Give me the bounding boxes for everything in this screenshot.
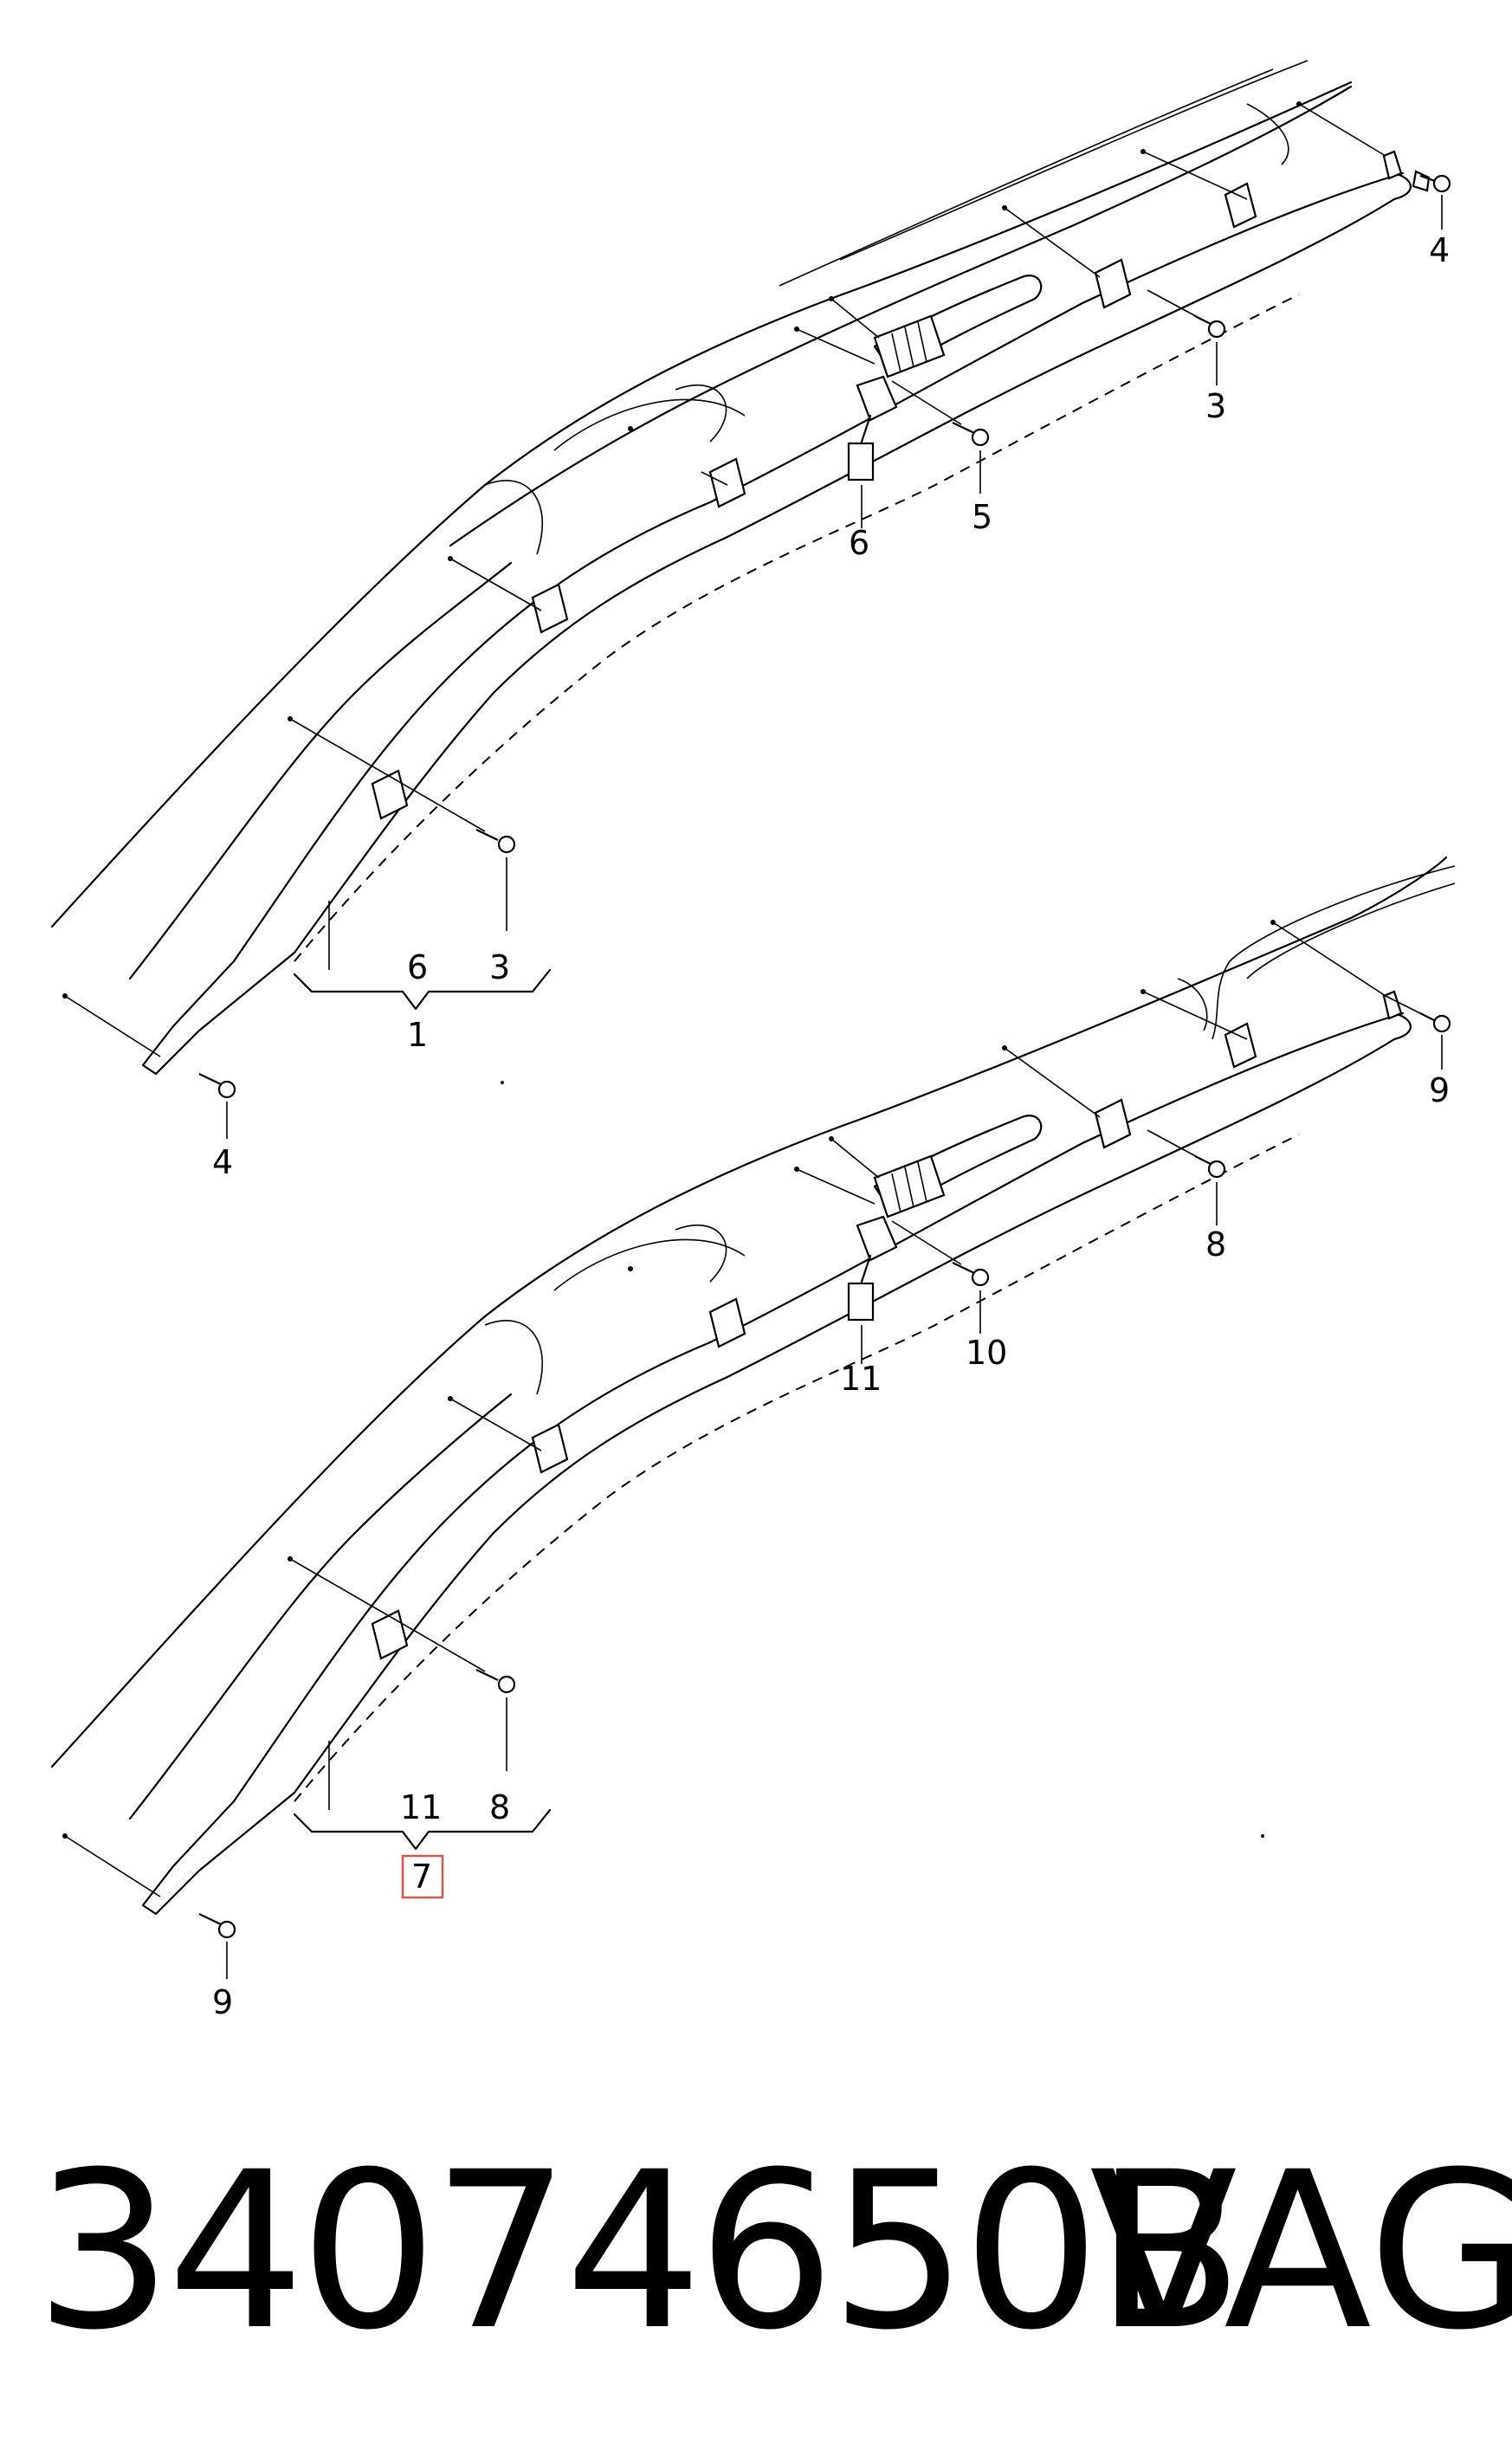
callout-8-right: 8 [1205, 1225, 1226, 1264]
callout-3-bracket: 3 [489, 948, 510, 986]
screw-icon [475, 829, 516, 854]
callout-3-right: 3 [1205, 387, 1226, 425]
screw-icon [952, 1262, 990, 1287]
screw-icon [952, 422, 990, 447]
screw-icon [1194, 1155, 1226, 1179]
callout-9-left: 9 [212, 1983, 233, 2021]
screw-icon [1412, 170, 1451, 193]
part-number: 34074650B [35, 2125, 1244, 2377]
airbag-assembly-view-top: 4 3 5 6 6 3 1 4 [50, 60, 1451, 1181]
callout-10: 10 [966, 1334, 1007, 1372]
callout-7: 7 [411, 1858, 432, 1896]
brand-label: VAG [1089, 2125, 1512, 2377]
screw-icon [1194, 315, 1226, 339]
callout-4-left: 4 [212, 1143, 233, 1181]
callout-8-bracket: 8 [489, 1788, 510, 1826]
exploded-parts-diagram: 4 3 5 6 6 3 1 4 [50, 60, 1456, 2021]
callout-9-right: 9 [1429, 1071, 1450, 1109]
screw-icon [475, 1669, 516, 1694]
airbag-assembly-view-bottom: 9 8 10 11 11 8 7 9 [50, 856, 1456, 2021]
screw-icon [198, 1913, 236, 1939]
highlight-box [401, 1854, 444, 1899]
screw-icon [1419, 1012, 1451, 1033]
callout-11-connector: 11 [840, 1360, 882, 1398]
callout-4-right: 4 [1429, 231, 1450, 269]
callout-6-connector: 6 [849, 524, 869, 562]
callout-5: 5 [972, 498, 992, 536]
screw-icon [198, 1073, 236, 1099]
caption: 34074650B VAG [0, 2122, 1512, 2382]
callout-11-bracket: 11 [400, 1788, 442, 1826]
callout-1: 1 [407, 1016, 428, 1054]
callout-6-bracket: 6 [407, 948, 428, 986]
